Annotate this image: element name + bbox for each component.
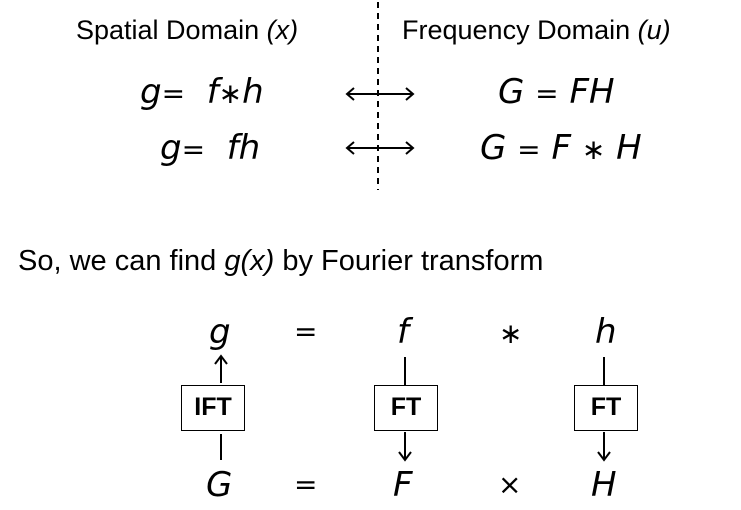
- spatial-domain-heading: Spatial Domain (x): [76, 14, 298, 46]
- double-arrow-icon: [345, 141, 415, 155]
- eq-operand: h: [242, 72, 264, 112]
- explanation-sentence: So, we can find g(x) by Fourier transfor…: [18, 244, 543, 278]
- diagram-multiply-operator: ×: [498, 468, 522, 501]
- convolution-operator: ∗: [581, 133, 606, 166]
- eq-operand: H: [616, 128, 642, 168]
- arrow-up-icon: [214, 354, 228, 365]
- ift-box: IFT: [181, 385, 245, 431]
- eq-lhs: G: [480, 128, 507, 168]
- eq-lhs: G: [498, 72, 525, 112]
- spatial-domain-variable: (x): [266, 15, 299, 45]
- sentence-suffix: by Fourier transform: [274, 245, 544, 277]
- eq-equals: =: [517, 133, 541, 166]
- diagram-bottom-G: G: [206, 465, 233, 505]
- eq-operand: H: [589, 72, 615, 112]
- diagram-bottom-F: F: [393, 465, 413, 505]
- eq-equals: =: [535, 77, 559, 110]
- diagram-top-equals: =: [294, 315, 318, 348]
- eq-lhs: g: [160, 128, 182, 168]
- frequency-equation-2: G = F ∗ H: [480, 128, 642, 170]
- eq-lhs: g: [140, 72, 162, 112]
- frequency-equation-1: G = FH: [498, 72, 615, 114]
- diagram-bottom-H: H: [591, 465, 617, 505]
- frequency-domain-variable: (u): [637, 15, 671, 45]
- eq-equals: =: [181, 133, 206, 166]
- eq-operand: F: [569, 72, 590, 112]
- double-arrow-icon: [345, 87, 415, 101]
- spatial-domain-label: Spatial Domain: [76, 15, 267, 45]
- convolution-operator: ∗: [218, 77, 243, 110]
- eq-equals: =: [161, 77, 186, 110]
- frequency-domain-heading: Frequency Domain (u): [402, 14, 671, 46]
- arrow-down-icon: [398, 451, 412, 462]
- arrow-down-icon: [597, 451, 611, 462]
- spatial-equation-1: g= f∗h: [140, 72, 264, 114]
- eq-operand: h: [238, 128, 261, 168]
- eq-operand: f: [226, 128, 239, 168]
- eq-operand: F: [551, 128, 572, 168]
- eq-operand: f: [206, 72, 219, 112]
- diagram-top-f: f: [397, 312, 409, 352]
- sentence-function: g(x): [224, 245, 275, 277]
- spatial-equation-2: g= fh: [160, 128, 260, 170]
- diagram-bottom-equals: =: [294, 468, 318, 501]
- diagram-convolution-operator: ∗: [499, 317, 523, 350]
- diagram-top-h: h: [595, 312, 617, 352]
- ft-box-middle: FT: [374, 385, 438, 431]
- sentence-prefix: So, we can find: [18, 245, 225, 277]
- diagram-top-g: g: [209, 312, 231, 352]
- ft-box-right: FT: [574, 385, 638, 431]
- frequency-domain-label: Frequency Domain: [402, 15, 638, 45]
